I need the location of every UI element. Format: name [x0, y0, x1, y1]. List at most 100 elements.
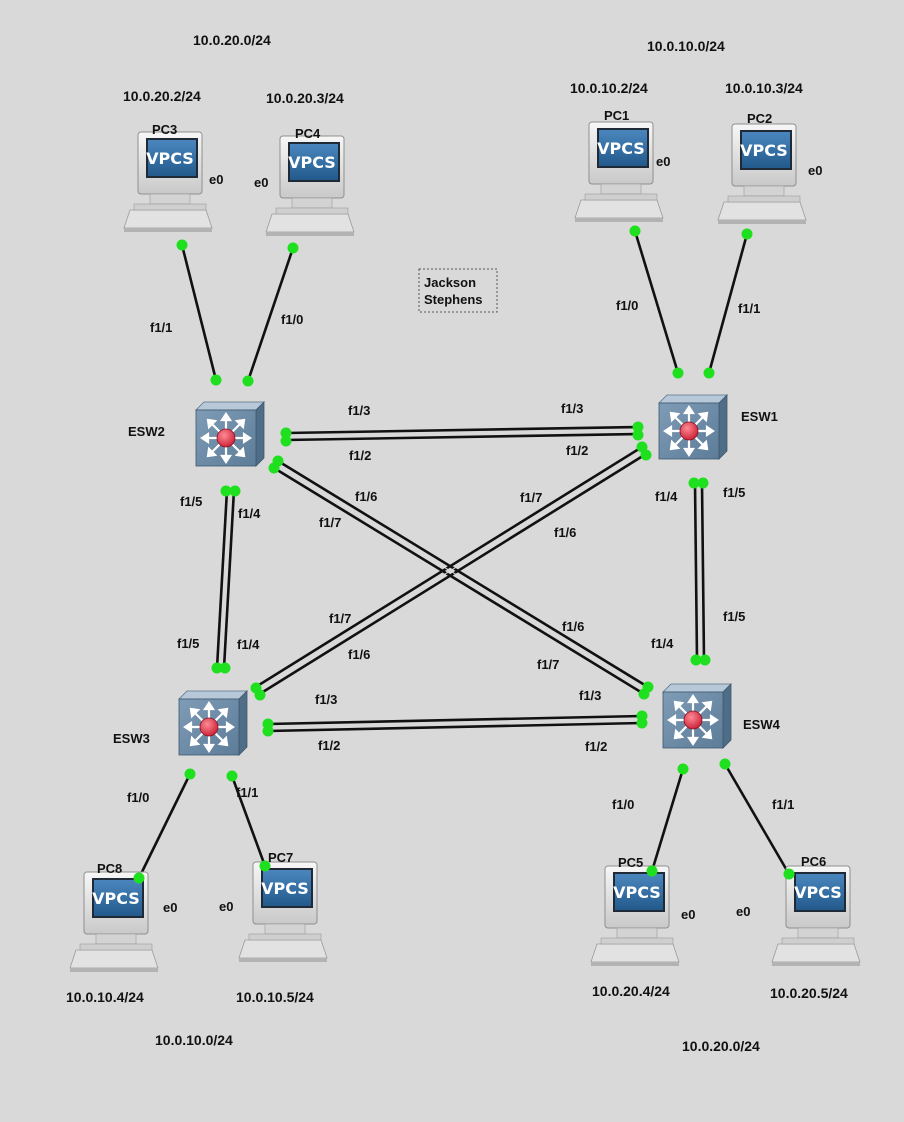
port-dot — [703, 367, 715, 379]
link-esw1-esw4-a[interactable] — [693, 482, 699, 661]
port-label-esw4-f1-3: f1/3 — [579, 688, 601, 703]
port-label-esw2-f1-5: f1/5 — [180, 494, 202, 509]
port-dot — [677, 763, 689, 775]
pc-pc3[interactable]: VPCS — [123, 131, 213, 233]
pc6-vpcs-text: VPCS — [794, 883, 842, 902]
link-esw2-esw1-gap — [285, 430, 639, 437]
port-label-esw1-f1-2: f1/2 — [566, 443, 588, 458]
link-esw2-esw4-a[interactable] — [277, 459, 649, 689]
link-esw3-esw4-a[interactable] — [267, 714, 643, 726]
link-esw3-esw4-b[interactable] — [267, 721, 643, 733]
port-dot — [690, 654, 702, 666]
link-pc3-esw2[interactable] — [180, 244, 218, 381]
iface-label-pc7: e0 — [219, 899, 233, 914]
link-esw2-esw3-a[interactable] — [215, 489, 229, 669]
link-pc1-esw1[interactable] — [633, 230, 680, 374]
switch-esw2[interactable] — [194, 400, 266, 468]
port-dot — [632, 421, 644, 433]
link-esw1-esw3-a[interactable] — [253, 445, 643, 690]
ip-label-pc5: 10.0.20.4/24 — [592, 983, 670, 999]
port-label-esw3-f1-0: f1/0 — [127, 790, 149, 805]
link-esw4-pc6[interactable] — [723, 763, 791, 875]
port-label-esw4-f1-6: f1/6 — [562, 619, 584, 634]
port-dot — [210, 374, 222, 386]
link-esw2-esw3-b[interactable] — [222, 489, 236, 669]
subnet-label-top-left: 10.0.20.0/24 — [193, 32, 271, 48]
link-pc2-esw1[interactable] — [707, 233, 749, 374]
port-label-esw2-f1-1: f1/1 — [150, 320, 172, 335]
port-label-esw3-f1-3: f1/3 — [315, 692, 337, 707]
pc-pc1[interactable]: VPCS — [574, 121, 664, 223]
link-esw1-esw4-b[interactable] — [700, 482, 706, 661]
pc8-vpcs-text: VPCS — [92, 889, 140, 908]
ip-label-pc8: 10.0.10.4/24 — [66, 989, 144, 1005]
port-dot — [280, 427, 292, 439]
link-esw2-esw4-gap — [275, 464, 647, 691]
pc-pc6[interactable]: VPCS — [771, 865, 861, 967]
port-label-esw4-f1-7: f1/7 — [537, 657, 559, 672]
port-label-esw2-f1-6: f1/6 — [355, 489, 377, 504]
link-esw1-esw3-b[interactable] — [257, 452, 647, 697]
port-label-esw1-f1-5: f1/5 — [723, 485, 745, 500]
pc-pc5[interactable]: VPCS — [590, 865, 680, 967]
pc-name-pc2: PC2 — [747, 111, 772, 126]
port-dot — [176, 239, 188, 251]
link-esw2-esw1-a[interactable] — [285, 425, 639, 435]
port-label-esw2-f1-2: f1/2 — [349, 448, 371, 463]
port-label-esw1-f1-6: f1/6 — [554, 525, 576, 540]
switch-esw1[interactable] — [657, 393, 729, 461]
ip-label-pc3: 10.0.20.2/24 — [123, 88, 201, 104]
subnet-label-bottom-left: 10.0.10.0/24 — [155, 1032, 233, 1048]
switch-esw4[interactable] — [661, 682, 733, 750]
pc-name-pc7: PC7 — [268, 850, 293, 865]
iface-label-pc6: e0 — [736, 904, 750, 919]
port-label-esw4-f1-2: f1/2 — [585, 739, 607, 754]
link-pc4-esw2[interactable] — [246, 247, 295, 382]
iface-label-pc5: e0 — [681, 907, 695, 922]
links-inner-layer — [220, 430, 701, 728]
pc-pc8[interactable]: VPCS — [69, 871, 159, 973]
pc-name-pc3: PC3 — [152, 122, 177, 137]
port-label-esw2-f1-3: f1/3 — [348, 403, 370, 418]
port-dot — [226, 770, 238, 782]
switch-name-esw4: ESW4 — [743, 717, 781, 732]
port-dot — [697, 477, 709, 489]
iface-label-pc8: e0 — [163, 900, 177, 915]
link-esw4-pc5[interactable] — [650, 768, 685, 872]
port-label-esw3-f1-2: f1/2 — [318, 738, 340, 753]
link-esw3-pc8[interactable] — [137, 773, 192, 879]
port-dot — [259, 860, 271, 872]
port-label-esw4-f1-1: f1/1 — [772, 797, 794, 812]
port-dot — [254, 689, 266, 701]
link-esw2-esw1-b[interactable] — [285, 432, 639, 442]
port-label-esw3-f1-6: f1/6 — [348, 647, 370, 662]
port-label-esw1-f1-1: f1/1 — [738, 301, 760, 316]
pc7-vpcs-text: VPCS — [261, 879, 309, 898]
pc-pc2[interactable]: VPCS — [717, 123, 807, 225]
port-label-esw4-f1-5: f1/5 — [723, 609, 745, 624]
pc-pc4[interactable]: VPCS — [265, 135, 355, 237]
switch-esw3[interactable] — [177, 689, 249, 757]
port-label-esw4-f1-4: f1/4 — [651, 636, 674, 651]
link-esw3-pc7[interactable] — [230, 775, 267, 867]
port-dot — [688, 477, 700, 489]
link-esw1-esw3-gap — [255, 450, 645, 692]
port-dot — [280, 435, 292, 447]
pc-name-pc4: PC4 — [295, 126, 321, 141]
pc4-vpcs-text: VPCS — [288, 153, 336, 172]
link-esw2-esw4-b[interactable] — [273, 466, 645, 696]
port-dot — [242, 375, 254, 387]
port-dot — [672, 367, 684, 379]
port-dot — [262, 725, 274, 737]
port-dot — [741, 228, 753, 240]
pc2-vpcs-text: VPCS — [740, 141, 788, 160]
pc-pc7[interactable]: VPCS — [238, 861, 328, 963]
link-esw2-esw3-gap — [220, 489, 231, 669]
port-dot — [184, 768, 196, 780]
link-esw3-esw4-gap — [267, 719, 643, 728]
iface-label-pc4: e0 — [254, 175, 268, 190]
iface-label-pc1: e0 — [656, 154, 670, 169]
annotation-note[interactable]: Jackson Stephens — [418, 268, 498, 313]
ip-label-pc6: 10.0.20.5/24 — [770, 985, 848, 1001]
port-label-esw4-f1-0: f1/0 — [612, 797, 634, 812]
